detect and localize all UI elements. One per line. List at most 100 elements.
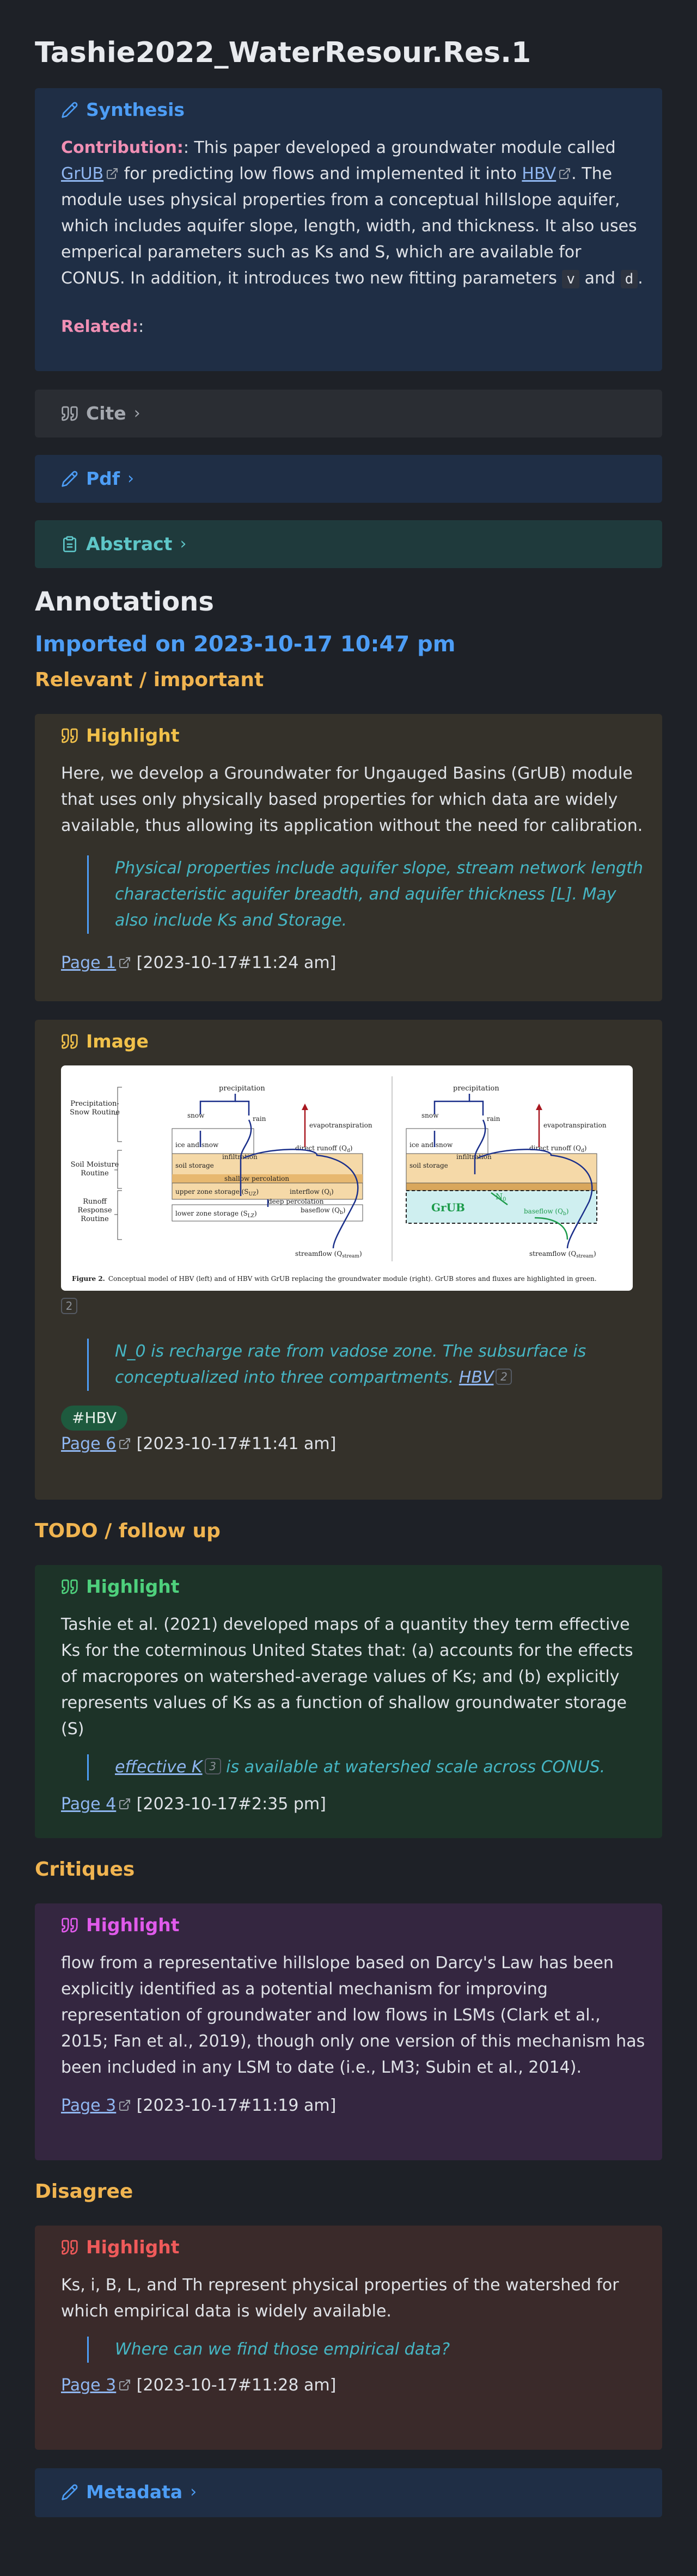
quote-icon	[61, 727, 78, 744]
svg-text:streamflow (Qstream): streamflow (Qstream)	[529, 1250, 596, 1259]
synthesis-callout: Synthesis Contribution:: This paper deve…	[35, 88, 662, 371]
page-link[interactable]: Page 3	[61, 2096, 117, 2115]
highlight-footer: Page 4 [2023-10-17#2:35 pm]	[61, 1791, 646, 1817]
highlight-callout: Highlight Here, we develop a Groundwater…	[35, 714, 662, 1001]
tag-row: #HBV	[61, 1405, 649, 1431]
pdf-callout[interactable]: Pdf ›	[35, 455, 662, 503]
synthesis-header[interactable]: Synthesis	[61, 99, 646, 120]
timestamp: [2023-10-17#11:19 am]	[136, 2096, 337, 2115]
external-link-icon	[118, 2374, 131, 2390]
page-link[interactable]: Page 3	[61, 2376, 117, 2395]
highlight-callout: Highlight flow from a representative hil…	[35, 1903, 662, 2160]
contribution-label: Contribution:	[61, 138, 184, 157]
highlight-header: Highlight	[61, 1576, 646, 1597]
annotations-heading: Annotations	[35, 587, 214, 617]
highlight-text: flow from a representative hillslope bas…	[61, 1953, 645, 2077]
page-link[interactable]: Page 1	[61, 953, 117, 972]
highlight-footer: Page 1 [2023-10-17#11:24 am]	[61, 950, 646, 976]
period: .	[638, 269, 643, 288]
soil-storage-label: soil storage	[175, 1162, 214, 1169]
footnote-badge[interactable]: 2	[496, 1369, 512, 1385]
external-link-icon	[106, 162, 119, 179]
external-link-icon	[118, 951, 131, 968]
highlight-label: Highlight	[86, 2236, 180, 2258]
footnote-badge[interactable]: 2	[61, 1298, 77, 1314]
hbv-diagram: Precipitation- Snow Routine Soil Moistur…	[70, 1076, 607, 1283]
precipitation-label: precipitation	[219, 1084, 265, 1093]
highlight-footer: Page 3 [2023-10-17#11:28 am]	[61, 2372, 646, 2399]
synthesis-text-1: : This paper developed a groundwater mod…	[183, 138, 616, 157]
hbv-tag[interactable]: #HBV	[61, 1406, 128, 1431]
pencil-icon	[61, 470, 78, 488]
group-heading-disagree: Disagree	[35, 2180, 133, 2203]
group-heading-relevant: Relevant / important	[35, 669, 264, 691]
synthesis-label: Synthesis	[86, 98, 185, 120]
ice-snow-label: ice and snow	[175, 1141, 219, 1149]
evapotranspiration-label: evapotranspiration	[309, 1121, 372, 1129]
hbv-right-diagram: precipitation snow rain evapotranspirati…	[406, 1084, 607, 1259]
routine-label: Snow Routine	[70, 1108, 120, 1117]
hbv-left-diagram: precipitation snow rain evapotranspirati…	[172, 1084, 372, 1259]
highlight-header: Highlight	[61, 2236, 646, 2258]
n0-label: N0	[496, 1192, 506, 1203]
page-title: Tashie2022_WaterResour.Res.1	[35, 36, 531, 69]
image-badge-row: 2	[61, 1294, 649, 1320]
image-comment-text: N_0 is recharge rate from vadose zone. T…	[115, 1342, 586, 1387]
image-footer: Page 6 [2023-10-17#11:41 am]	[61, 1431, 649, 1457]
baseflow-label: baseflow (Qb)	[524, 1207, 568, 1217]
cite-label: Cite	[86, 402, 126, 424]
quote-icon	[61, 405, 78, 422]
pdf-header[interactable]: Pdf ›	[61, 468, 646, 489]
footnote-badge[interactable]: 3	[204, 1758, 221, 1774]
external-link-icon	[118, 1792, 131, 1809]
pdf-label: Pdf	[86, 467, 120, 489]
metadata-callout[interactable]: Metadata ›	[35, 2468, 662, 2517]
highlight-comment: Physical properties include aquifer slop…	[87, 855, 646, 934]
lower-storage-label: lower zone storage (SLZ)	[175, 1210, 257, 1219]
page-link[interactable]: Page 4	[61, 1795, 117, 1814]
metadata-header[interactable]: Metadata ›	[61, 2481, 646, 2503]
cite-header[interactable]: Cite ›	[61, 403, 646, 424]
synthesis-body: Contribution:: This paper developed a gr…	[61, 135, 646, 340]
effective-k-link[interactable]: effective K	[115, 1758, 203, 1777]
highlight-header: Highlight	[61, 1914, 646, 1936]
svg-text:direct runoff (Qd): direct runoff (Qd)	[529, 1144, 586, 1154]
pencil-icon	[61, 2483, 78, 2501]
hbv-link[interactable]: HBV	[522, 164, 557, 183]
cite-callout[interactable]: Cite ›	[35, 390, 662, 437]
grub-label: GrUB	[431, 1201, 465, 1214]
routine-label: Response	[77, 1206, 112, 1215]
quote-icon	[61, 2239, 78, 2256]
highlight-text: Tashie et al. (2021) developed maps of a…	[61, 1615, 633, 1739]
grub-link[interactable]: GrUB	[61, 164, 104, 183]
rain-label: rain	[253, 1115, 266, 1123]
abstract-header[interactable]: Abstract ›	[61, 533, 646, 554]
page-link[interactable]: Page 6	[61, 1434, 117, 1453]
highlight-text: Here, we develop a Groundwater for Ungau…	[61, 764, 643, 835]
highlight-comment: Where can we find those empirical data?	[87, 2337, 646, 2363]
svg-text:snow: snow	[421, 1112, 439, 1119]
baseflow-label: baseflow (Qb)	[301, 1206, 345, 1216]
and-text: and	[584, 269, 616, 288]
synthesis-text-2: for predicting low flows and implemented…	[124, 164, 517, 183]
quote-icon	[61, 1916, 78, 1934]
timestamp: [2023-10-17#11:28 am]	[136, 2376, 337, 2395]
metadata-label: Metadata	[86, 2481, 183, 2503]
timestamp: [2023-10-17#11:24 am]	[136, 953, 337, 972]
svg-text:ice and snow: ice and snow	[409, 1141, 453, 1149]
chevron-right-icon: ›	[190, 2482, 197, 2501]
snow-label: snow	[187, 1112, 205, 1119]
image-header: Image	[61, 1031, 649, 1052]
routine-label: Runoff	[83, 1198, 107, 1206]
shallow-perc-label: shallow percolation	[224, 1175, 289, 1182]
svg-text:evapotranspiration: evapotranspiration	[543, 1121, 607, 1129]
routine-label: Precipitation-	[70, 1100, 119, 1108]
timestamp: [2023-10-17#11:41 am]	[136, 1434, 337, 1453]
hbv-figure-image[interactable]: Precipitation- Snow Routine Soil Moistur…	[61, 1065, 633, 1291]
hbv-link[interactable]: HBV	[458, 1368, 494, 1387]
highlight-comment-text: is available at watershed scale across C…	[226, 1758, 606, 1777]
imported-heading: Imported on 2023-10-17 10:47 pm	[35, 632, 456, 657]
abstract-callout[interactable]: Abstract ›	[35, 520, 662, 568]
image-callout: Image Precipitation- Snow Routine Soil M…	[35, 1020, 662, 1500]
